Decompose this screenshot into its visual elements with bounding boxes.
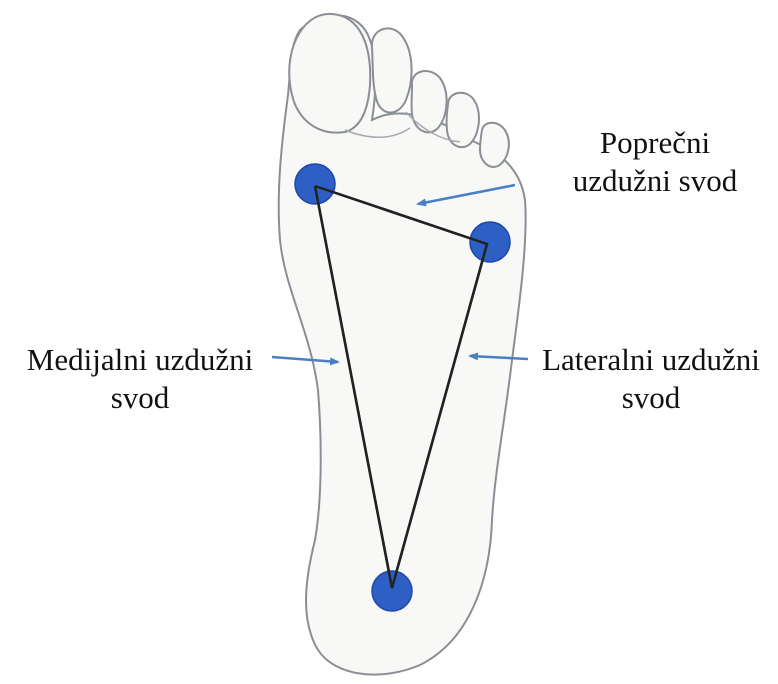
fourth-toe-outline [447,93,479,147]
medial-arch-label-line2: svod [4,379,276,417]
lateral-arch-label-line1: Lateralni uzdužni [526,341,776,379]
big-toe-outline [289,14,370,133]
transverse-arch-label-line2: uzdužni svod [548,162,762,200]
transverse-arch-label-line1: Poprečni [548,124,762,162]
little-toe-outline [480,123,509,167]
medial-forefoot-point [295,164,335,204]
lateral-arch-label: Lateralni uzdužni svod [526,341,776,417]
heel-point [372,571,412,611]
transverse-arch-label: Poprečni uzdužni svod [548,124,762,200]
medial-arch-label-line1: Medijalni uzdužni [4,341,276,379]
lateral-forefoot-point [470,222,510,262]
second-toe-outline [372,28,412,112]
medial-arch-label: Medijalni uzdužni svod [4,341,276,417]
lateral-arch-label-line2: svod [526,379,776,417]
